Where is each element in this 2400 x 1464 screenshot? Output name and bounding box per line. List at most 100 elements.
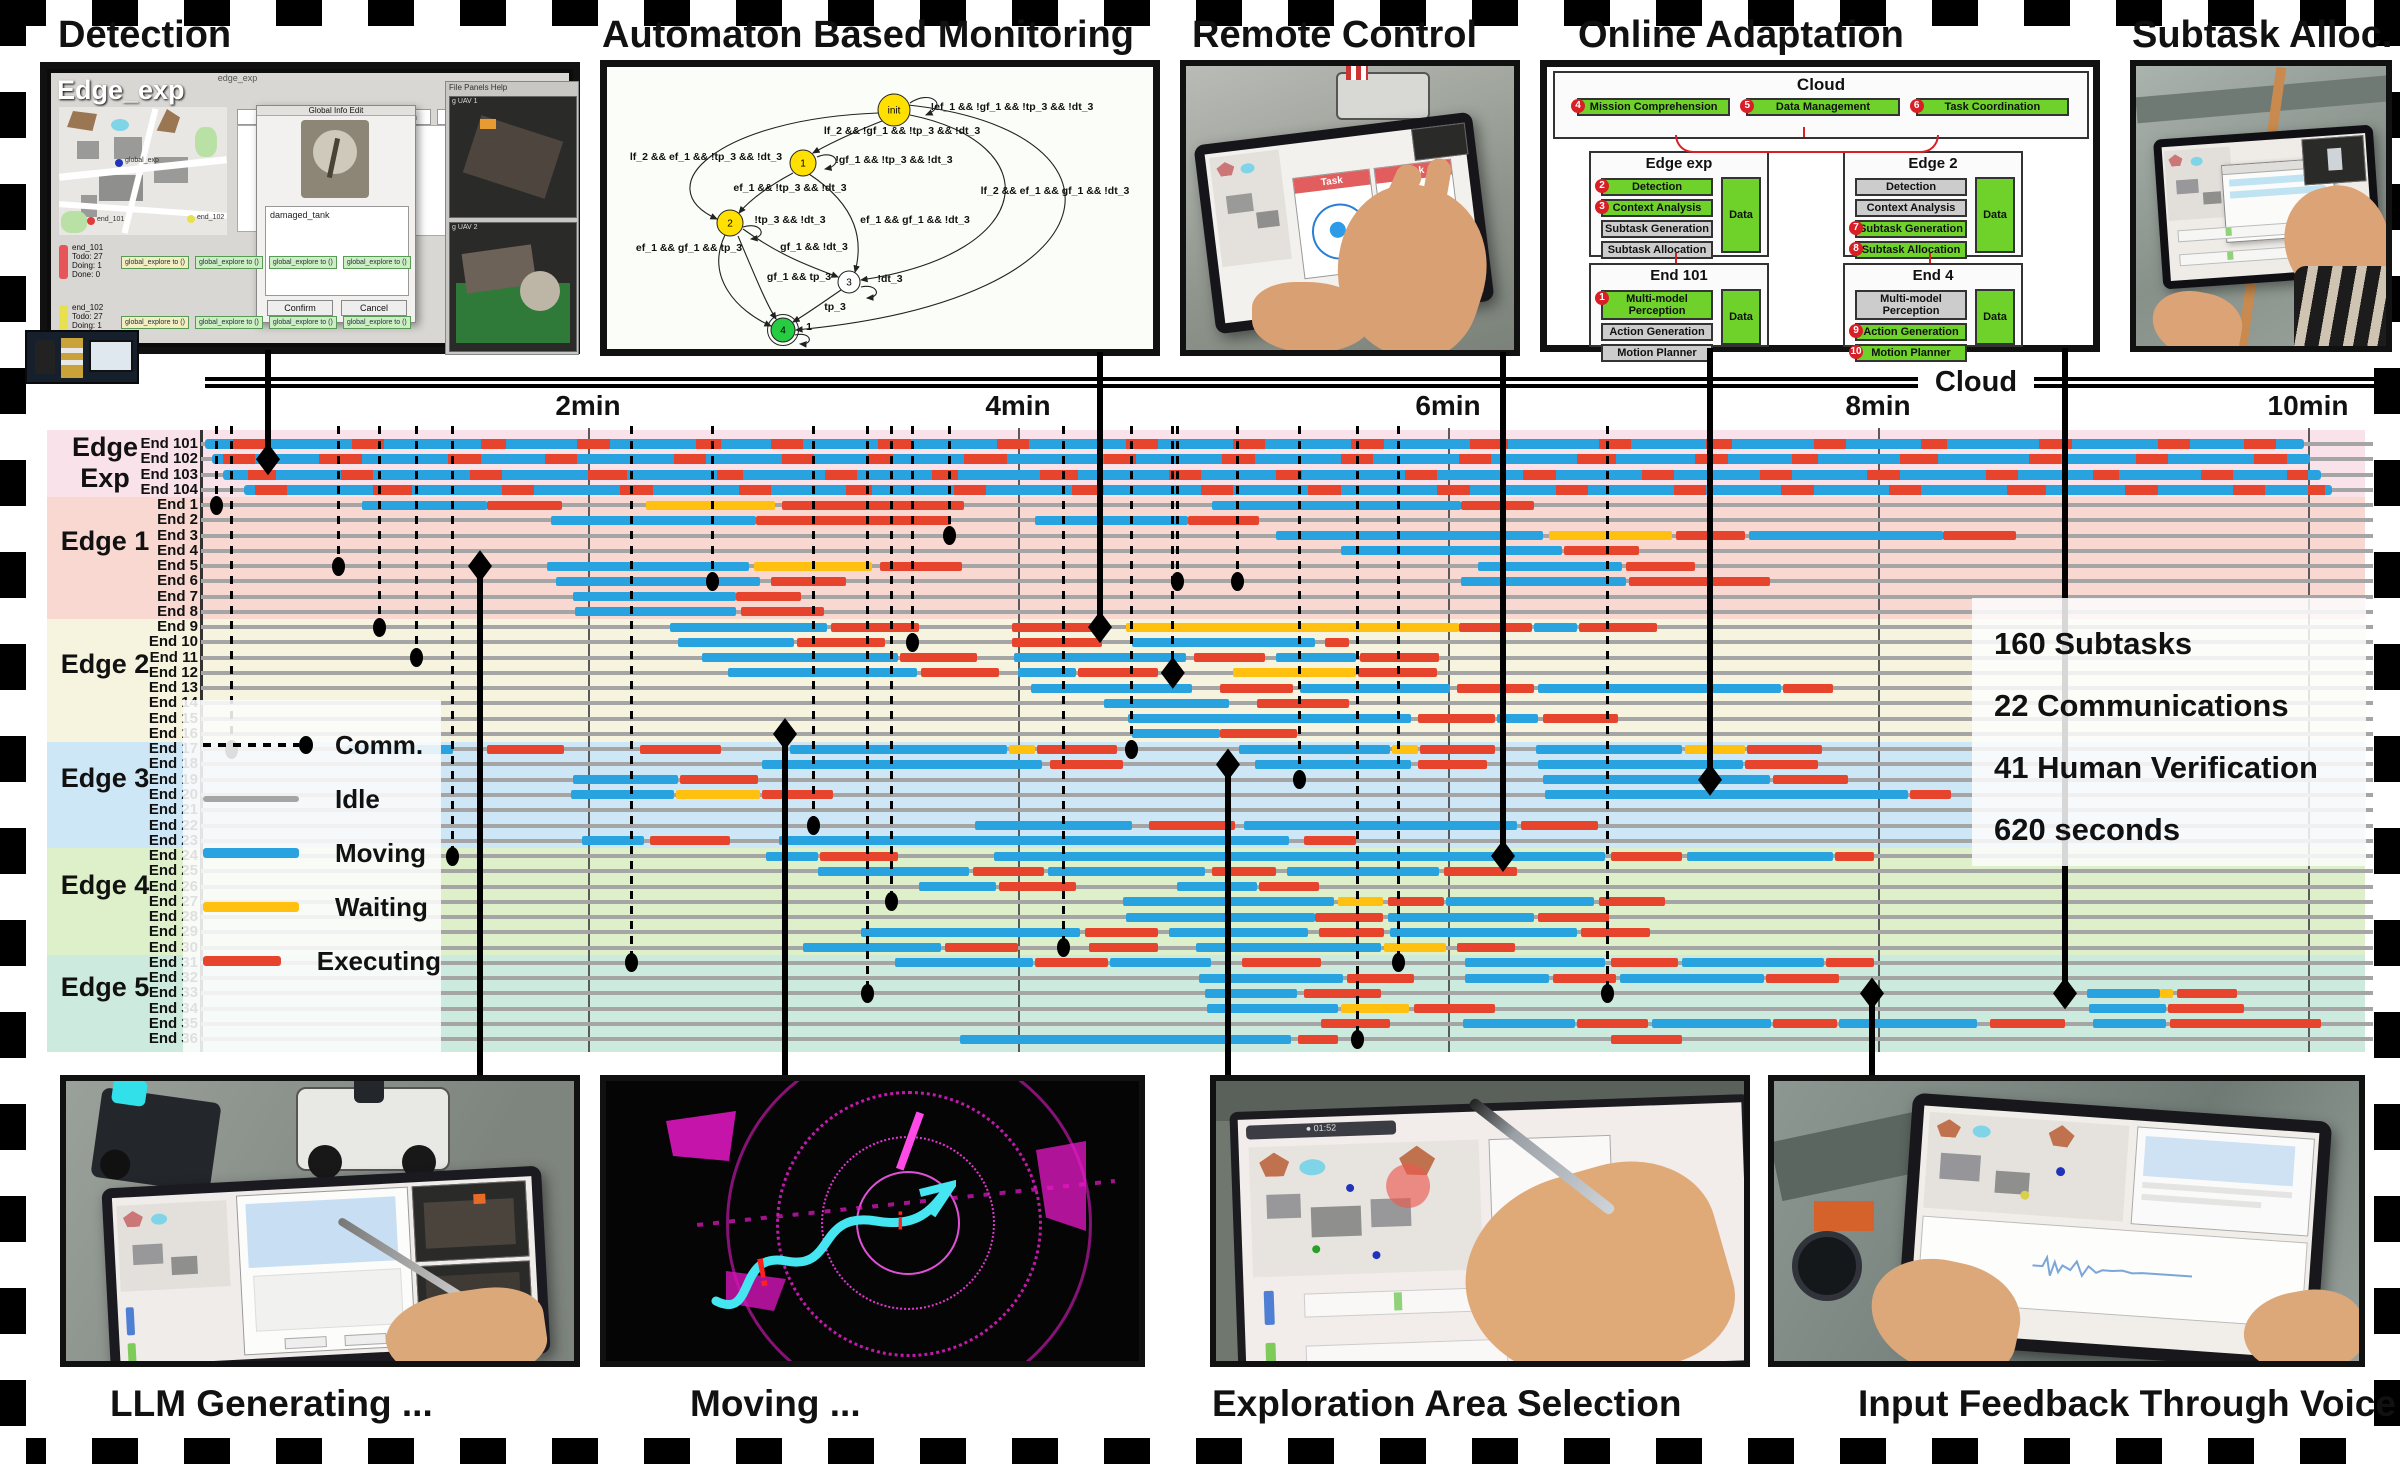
gantt-bar-moving [1168, 927, 1309, 937]
map-point-end101 [87, 217, 95, 225]
gantt-idle-line [201, 777, 2373, 782]
task-chip[interactable]: global_explore to () [268, 316, 337, 329]
automaton-transition-label: lf_2 && ef_1 && !tp_3 && !dt_3 [630, 151, 782, 163]
cloud-label: Cloud [1918, 366, 2034, 399]
module-detection: Detection [1855, 178, 1967, 196]
dialog-title: Global Info Edit [257, 106, 415, 116]
comm-line [214, 426, 218, 506]
gantt-bar-moving [1299, 683, 1451, 693]
operator-photo [25, 330, 139, 384]
task-chip[interactable]: global_explore to () [268, 256, 337, 269]
comm-dot [807, 816, 821, 835]
task-chip[interactable]: global_explore to () [121, 256, 189, 269]
comm-dot [1056, 938, 1070, 958]
gantt-bar-executing [1783, 683, 1833, 693]
gantt-bar-executing [1772, 775, 1848, 785]
gantt-bar-executing [1011, 622, 1102, 632]
gantt-row-label: End 103 [140, 465, 198, 483]
detection-menu[interactable]: File Panels Help [449, 83, 508, 92]
svg-text:3: 3 [846, 278, 852, 289]
gantt-bar-moving [222, 469, 2321, 480]
automaton-state-4 [770, 317, 796, 343]
task-chip[interactable]: global_explore to () [342, 316, 411, 329]
tablet[interactable]: 03:1 [1895, 1092, 2333, 1361]
task-chip[interactable]: global_explore to () [194, 316, 263, 329]
gantt-group-label: Edge 3 [60, 762, 150, 793]
sleeve [2294, 266, 2386, 346]
gantt-bar-executing [620, 484, 653, 495]
gantt-group-label: Edge 2 [60, 648, 150, 679]
gantt-bar-executing [1888, 484, 1921, 495]
gantt-bar-moving [1544, 790, 1909, 800]
gantt-bar-executing [639, 744, 722, 754]
gantt-bar-executing [1211, 866, 1276, 876]
gantt-bar-executing [448, 454, 481, 465]
llm-response-highlight [245, 1196, 399, 1269]
gantt-bar-moving [1131, 729, 1221, 739]
comm-dot [942, 526, 956, 546]
title-adaptation: Online Adaptation [1578, 14, 1904, 56]
gantt-bar-executing [1899, 454, 1939, 465]
gantt-bar-executing [1443, 866, 1517, 876]
module-context-analysis: Context Analysis [1855, 199, 1967, 217]
gantt-bar-executing [222, 454, 255, 465]
panel-connector [1869, 993, 1875, 1080]
dialog-confirm-button[interactable]: Confirm [267, 300, 333, 316]
gantt-bar-executing [1611, 851, 1683, 861]
detection-dialog[interactable]: Global Info Edit damaged_tank Confirm Ca… [256, 105, 416, 323]
gantt-bar-executing [1641, 469, 1674, 480]
gantt-bar-executing [964, 454, 1008, 465]
gantt-bar-executing [846, 484, 872, 495]
gantt-bar-executing [486, 500, 563, 510]
gantt-bar-executing [781, 454, 814, 465]
comm-line [1130, 426, 1134, 750]
label-exploration: Exploration Area Selection [1212, 1383, 1682, 1424]
stat-line-4: 620 seconds [1994, 812, 2181, 847]
gantt-row-label: End 3 [157, 526, 198, 544]
module-action-generation: Action Generation [1601, 323, 1713, 341]
dialog-item-damaged-tank[interactable]: damaged_tank [270, 210, 330, 220]
moving-lidar-photo: ! ¡ [600, 1075, 1145, 1367]
gantt-bar-executing [486, 744, 565, 754]
gantt-bar-executing [755, 515, 952, 525]
gantt-bar-executing [2093, 469, 2119, 480]
gantt-row-label: End 4 [157, 541, 198, 559]
gantt-bar-executing [899, 653, 978, 663]
gantt-bar-moving [803, 943, 941, 953]
gantt-bar-executing [1456, 683, 1534, 693]
robot-icon [296, 1081, 450, 1179]
gantt-bar-executing [1673, 484, 1706, 495]
gantt-row-label: End 7 [157, 587, 198, 605]
task-chip[interactable]: global_explore to () [194, 256, 263, 269]
gantt-bar-executing [469, 469, 502, 480]
gantt-bar-executing [2286, 469, 2308, 480]
gantt-bar-executing [1521, 821, 1599, 830]
gantt-bar-executing [248, 469, 277, 480]
gantt-bar-executing [1706, 439, 1732, 449]
gantt-bar-moving [244, 484, 2332, 495]
gantt-bar-moving [570, 790, 674, 800]
task-chip[interactable]: global_explore to () [121, 316, 189, 329]
automaton-transition-label: !dt_3 [877, 273, 902, 285]
legend-item-moving: Moving [203, 826, 441, 880]
svg-text:1: 1 [800, 159, 806, 170]
gantt-bar-waiting [1549, 531, 1672, 541]
map-point-end102 [187, 215, 195, 223]
gantt-bar-waiting [1684, 744, 1745, 754]
comm-dot [372, 617, 386, 637]
dialog-cancel-button[interactable]: Cancel [341, 300, 407, 316]
gantt-bar-executing [1220, 729, 1298, 739]
gantt-bar-executing [340, 469, 373, 480]
gantt-row-label: End 2 [157, 511, 198, 529]
gantt-bar-executing [1037, 744, 1117, 754]
task-chip[interactable]: global_explore to () [342, 256, 411, 269]
data-block: Data [1721, 177, 1761, 253]
gantt-bar-executing [1417, 759, 1487, 769]
gantt-bar-executing [1781, 484, 1814, 495]
axis-tick-label: 10min [2267, 390, 2349, 421]
detection-map[interactable]: global_exp end_101 end_102 [59, 107, 227, 235]
gantt-idle-line [201, 579, 2373, 584]
